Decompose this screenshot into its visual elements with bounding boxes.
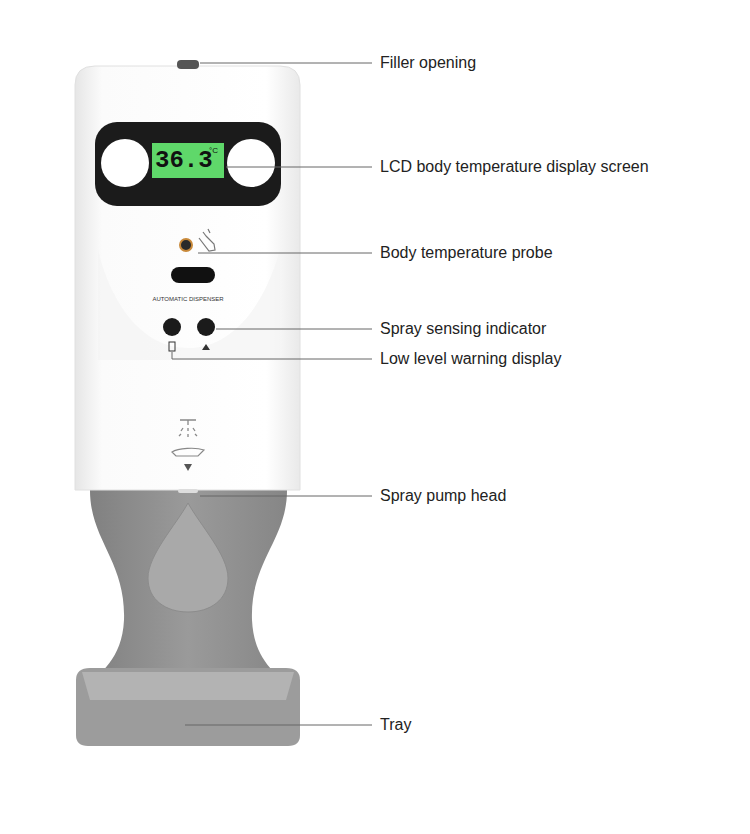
sensor-window (101, 139, 149, 187)
display-band (95, 122, 281, 206)
callout-label: Spray pump head (380, 486, 506, 505)
lcd-screen (152, 143, 224, 178)
pump-head (178, 489, 198, 493)
spray-icon (202, 344, 210, 350)
callout-label: Low level warning display (380, 349, 561, 368)
stand (84, 488, 292, 690)
spray-symbol (179, 420, 197, 437)
lcd-unit: °C (209, 146, 218, 156)
leader-line (226, 167, 372, 168)
callout-label: Filler opening (380, 53, 476, 72)
leader-line (172, 352, 372, 359)
leader-line (198, 253, 372, 254)
temperature-probe (180, 239, 192, 251)
leader-line (200, 496, 372, 497)
leader-line (216, 329, 372, 330)
leader-line (200, 63, 372, 64)
tray-inner (82, 672, 294, 700)
tray (76, 668, 300, 746)
device-text: AUTOMATIC DISPENSER (152, 296, 223, 303)
housing (75, 66, 300, 490)
hand-icon (199, 229, 215, 251)
callout-label: Tray (380, 715, 411, 734)
leader-line (185, 725, 372, 726)
spray-indicator (197, 318, 215, 336)
callout-label: Body temperature probe (380, 243, 553, 262)
bottle-icon (169, 342, 175, 351)
hand-symbol (172, 448, 204, 456)
low-level-indicator (163, 318, 181, 336)
callout-label: LCD body temperature display screen (380, 157, 649, 176)
housing-shading (98, 250, 280, 360)
lcd-reading: 36.3 (155, 147, 213, 176)
spray-sensor (171, 267, 215, 283)
drop-window (148, 503, 228, 612)
callout-label: Spray sensing indicator (380, 319, 546, 338)
sensor-window (227, 139, 275, 187)
down-arrow (184, 464, 192, 471)
filler-cap (177, 60, 199, 69)
